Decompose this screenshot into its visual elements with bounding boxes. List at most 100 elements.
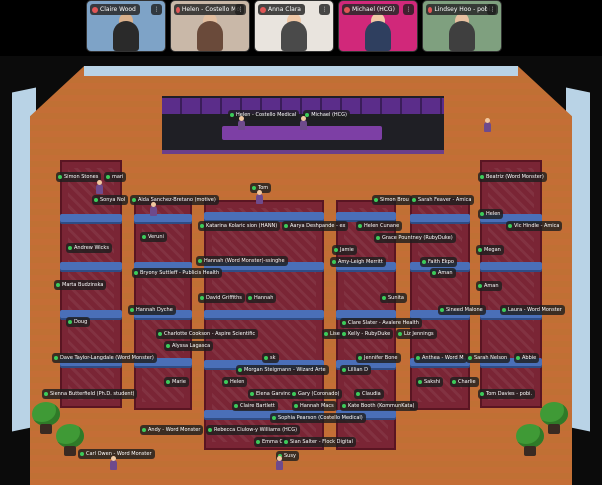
participant-label[interactable]: Tom Davies - pobi. (478, 389, 536, 399)
participant-label[interactable]: Megan (476, 245, 504, 255)
participant-label[interactable]: David Griffiths (198, 293, 245, 303)
participant-label[interactable]: Hannah Dyche (128, 305, 176, 315)
online-status-icon (230, 113, 234, 117)
participant-label[interactable]: Kate Booth (KommunKata) (340, 401, 418, 411)
participant-label[interactable]: Alyssa Lagasca (164, 341, 214, 351)
avatar[interactable] (238, 116, 245, 130)
participant-label[interactable]: Beatriz (Word Monster) (478, 172, 547, 182)
participant-label[interactable]: Andrew Wicks (66, 243, 112, 253)
participant-label[interactable]: Sienna Butterfield (Ph.D. student) (42, 389, 138, 399)
participant-label[interactable]: Hannah (Word Monster)-ssinghe (196, 256, 288, 266)
online-status-icon (252, 186, 256, 190)
participant-label[interactable]: Laura - Word Monster (500, 305, 565, 315)
participant-label[interactable]: Lise (322, 329, 343, 339)
participant-label[interactable]: Dave Taylor-Langdale (Word Monster) (52, 353, 157, 363)
participant-label[interactable]: Simon Brou (372, 195, 412, 205)
participant-label[interactable]: Aman (430, 268, 456, 278)
avatar[interactable] (484, 118, 491, 132)
participant-label[interactable]: Liz Jennings (396, 329, 437, 339)
avatar[interactable] (276, 456, 283, 470)
avatar[interactable] (110, 456, 117, 470)
participant-label[interactable]: Clare Slater - Avalere Health (340, 318, 422, 328)
video-options-icon[interactable]: ⋮ (487, 4, 498, 15)
participant-label[interactable]: Jamie (332, 245, 357, 255)
participant-label[interactable]: Hannah (246, 293, 277, 303)
participant-label[interactable]: Lillian D (340, 365, 372, 375)
participant-label[interactable]: Gary (Coronado) (290, 389, 343, 399)
participant-label[interactable]: Marie (164, 377, 189, 387)
participant-label[interactable]: Abbie (514, 353, 540, 363)
video-name-tag: Michael (HCG) (342, 4, 399, 15)
participant-label[interactable]: Sineed Malone (438, 305, 486, 315)
participant-label[interactable]: Andy - Word Monster (140, 425, 204, 435)
participant-label[interactable]: Emma C (254, 437, 287, 447)
participant-label[interactable]: Aman (476, 281, 502, 291)
participant-label[interactable]: Sophia Pearson (Costello Medical) (270, 413, 366, 423)
video-tile[interactable]: Anna Clara ⋮ (254, 0, 334, 52)
online-status-icon (480, 175, 484, 179)
participant-label[interactable]: Helen Cunane (356, 221, 403, 231)
participant-label[interactable]: Kelly - RubyDuke (340, 329, 394, 339)
video-options-icon[interactable]: ⋮ (319, 4, 330, 15)
participant-label[interactable]: Sakshi (416, 377, 444, 387)
online-status-icon (478, 248, 482, 252)
participant-label[interactable]: Vic Hindle - Amica (506, 221, 563, 231)
participant-label[interactable]: Anthea - Word M (414, 353, 467, 363)
mic-muted-icon (176, 6, 180, 13)
video-tile[interactable]: Claire Wood ⋮ (86, 0, 166, 52)
participant-label[interactable]: Veruni (140, 232, 167, 242)
participant-label[interactable]: Helen (478, 209, 504, 219)
participant-label[interactable]: Aarya Deshpande - ex (282, 221, 349, 231)
speaker-label[interactable]: Helen - Costello Medical (228, 110, 300, 120)
participant-label[interactable]: Sian Salter - Flock Digital (282, 437, 356, 447)
participant-label[interactable]: Claire Bartlett (232, 401, 278, 411)
participant-label[interactable]: Charlie (450, 377, 479, 387)
participant-label[interactable]: Jennifer Bone (356, 353, 401, 363)
participant-label[interactable]: Sarah Nelson (466, 353, 511, 363)
online-status-icon (224, 380, 228, 384)
participant-label[interactable]: Amy-Leigh Merritt (330, 257, 386, 267)
participant-label[interactable]: Faith Ekpo (420, 257, 457, 267)
participant-label[interactable]: mari (104, 172, 127, 182)
participant-label[interactable]: Rebecca Clulow-y Williams (HCG) (206, 425, 301, 435)
avatar[interactable] (96, 180, 103, 194)
participant-label[interactable]: Sarah Feaver - Amica (410, 195, 475, 205)
video-options-icon[interactable]: ⋮ (403, 4, 414, 15)
online-status-icon (264, 356, 268, 360)
avatar[interactable] (300, 116, 307, 130)
participant-label[interactable]: Charlotte Cookson - Aspire Scientific (156, 329, 259, 339)
participant-label[interactable]: Grace Pountney (RubyDuke) (374, 233, 456, 243)
bench (60, 214, 122, 222)
speaker-label[interactable]: Michael (HCG) (303, 110, 351, 120)
participant-label[interactable]: Aida Sanchez-Bretano (motive) (130, 195, 219, 205)
avatar[interactable] (256, 190, 263, 204)
participant-label[interactable]: Elena Garvino (248, 389, 295, 399)
mic-muted-icon (92, 6, 98, 13)
video-options-icon[interactable]: ⋮ (235, 4, 246, 15)
participant-label[interactable]: Doug (66, 317, 91, 327)
participant-label[interactable]: sk (262, 353, 279, 363)
participant-label[interactable]: Katarina Kolaric sion (HANN) (198, 221, 281, 231)
video-options-icon[interactable]: ⋮ (151, 4, 162, 15)
online-status-icon (374, 198, 378, 202)
online-status-icon (292, 392, 296, 396)
participant-label[interactable]: Claudia (354, 389, 384, 399)
video-tile[interactable]: Michael (HCG) ⋮ (338, 0, 418, 52)
participant-label[interactable]: Morgan Steigmann - Wizard Arte (236, 365, 329, 375)
participant-label[interactable]: Carl Owen - Word Monster (78, 449, 155, 459)
participant-label[interactable]: Helen (222, 377, 248, 387)
back-wall (84, 66, 518, 76)
participant-label[interactable]: Sunita (380, 293, 407, 303)
online-status-icon (68, 320, 72, 324)
participant-label[interactable]: Bryony Suttleff - Publicis Health (132, 268, 223, 278)
participant-label[interactable]: Marta Budzinska (54, 280, 107, 290)
participant-label[interactable]: Hannah Macs (292, 401, 337, 411)
avatar[interactable] (150, 202, 157, 216)
participant-label[interactable]: Tom (250, 183, 272, 193)
online-status-icon (324, 332, 328, 336)
participant-label[interactable]: Sonya Nol (92, 195, 129, 205)
video-tile[interactable]: Helen - Costello Mo ⋮ (170, 0, 250, 52)
video-tile[interactable]: Lindsey Hoo - pobi. ⋮ (422, 0, 502, 52)
participant-label[interactable]: Simon Stones (56, 172, 102, 182)
bench (480, 262, 542, 270)
